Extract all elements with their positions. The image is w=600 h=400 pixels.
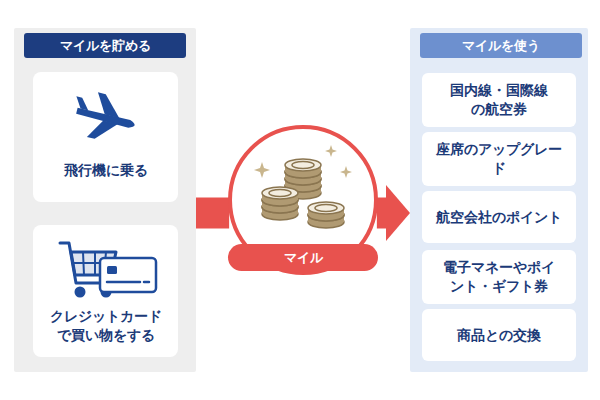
use-panel: マイルを使う国内線・国際線の航空券座席のアップグレード航空会社のポイント電子マネ…: [410, 28, 588, 372]
source-panel: マイルを貯める飛行機に乗るクレジットカードで買い物をする: [14, 28, 196, 372]
box-label: 商品との交換: [457, 326, 541, 345]
card-label: クレジットカードで買い物をする: [45, 307, 167, 345]
arrow-head: [386, 185, 410, 241]
arrow-shaft: [196, 198, 229, 229]
use-box: 商品との交換: [422, 309, 576, 361]
mile-band: マイル: [228, 244, 378, 271]
arrow-connector: [377, 185, 410, 241]
arrow-connector: [196, 213, 229, 214]
box-label: 電子マネーやポイント・ギフト券: [438, 258, 560, 296]
box-label: 国内線・国際線の航空券: [444, 81, 554, 119]
box-label: 航空会社のポイント: [436, 208, 562, 227]
earn-card: クレジットカードで買い物をする: [33, 225, 178, 357]
arrow-shaft: [377, 198, 386, 229]
panel-heading: マイルを貯める: [24, 33, 186, 58]
card-label: 飛行機に乗る: [64, 161, 148, 180]
use-box: 電子マネーやポイント・ギフト券: [422, 250, 576, 304]
use-box: 座席のアップグレード: [422, 132, 576, 186]
box-label: 座席のアップグレード: [430, 140, 568, 178]
use-box: 航空会社のポイント: [422, 191, 576, 243]
mile-circle: マイル: [228, 125, 378, 275]
panel-heading: マイルを使う: [420, 33, 582, 58]
use-box: 国内線・国際線の航空券: [422, 73, 576, 127]
earn-card: 飛行機に乗る: [33, 72, 178, 202]
